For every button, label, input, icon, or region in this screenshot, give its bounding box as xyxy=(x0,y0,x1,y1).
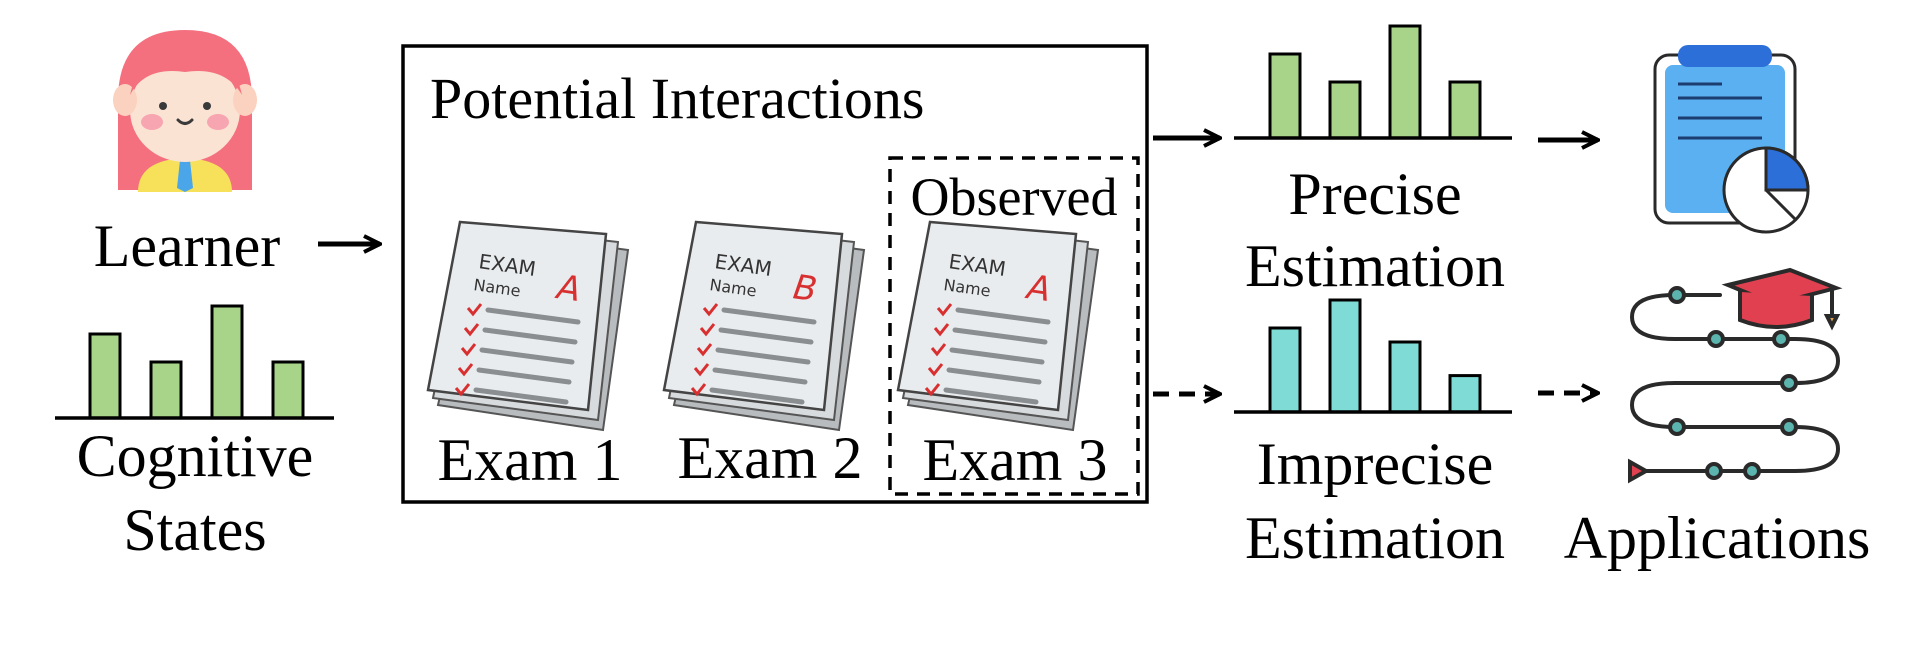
cognitive-state-bar-2 xyxy=(149,360,183,420)
potential-interactions-box xyxy=(401,44,1149,504)
applications-label: Applications xyxy=(1563,505,1871,571)
learner-label: Learner xyxy=(93,213,281,279)
observed-dashed-box xyxy=(888,156,1140,496)
exam-3-label: Exam 3 xyxy=(922,427,1108,493)
precise-bar-3 xyxy=(1388,24,1422,140)
cognitive-state-bar-3 xyxy=(210,304,244,420)
precise-bar-1 xyxy=(1268,52,1302,140)
imprecise-estimation-label-line2: Estimation xyxy=(1245,505,1505,571)
imprecise-bar-2 xyxy=(1328,298,1362,414)
precise-estimation-label-line2: Estimation xyxy=(1245,233,1505,299)
cognitive-state-bar-4 xyxy=(271,360,305,420)
exam-1-label: Exam 1 xyxy=(437,427,623,493)
imprecise-estimation-bar-chart xyxy=(1234,298,1512,414)
cognitive-state-bar-1 xyxy=(88,332,122,420)
precise-bar-4 xyxy=(1448,80,1482,140)
cognitive-states-label-line1: Cognitive xyxy=(76,423,314,489)
learning-path-icon xyxy=(1628,267,1843,484)
cognitive-states-label-line2: States xyxy=(123,497,267,563)
precise-estimation-label-line1: Precise xyxy=(1288,161,1462,227)
clipboard-report-icon xyxy=(1653,45,1810,234)
imprecise-bar-1 xyxy=(1268,326,1302,414)
imprecise-bar-3 xyxy=(1388,340,1422,414)
precise-estimation-bar-chart xyxy=(1234,24,1512,140)
potential-interactions-title: Potential Interactions xyxy=(430,66,925,131)
learner-avatar-icon xyxy=(113,30,257,192)
exam-2-label: Exam 2 xyxy=(677,425,863,491)
svg-text:B: B xyxy=(791,267,820,310)
precise-bar-2 xyxy=(1328,80,1362,140)
cognitive-states-bar-chart xyxy=(55,304,334,420)
observed-label: Observed xyxy=(910,167,1118,227)
imprecise-bar-4 xyxy=(1448,374,1482,414)
imprecise-estimation-label-line1: Imprecise xyxy=(1256,431,1494,497)
